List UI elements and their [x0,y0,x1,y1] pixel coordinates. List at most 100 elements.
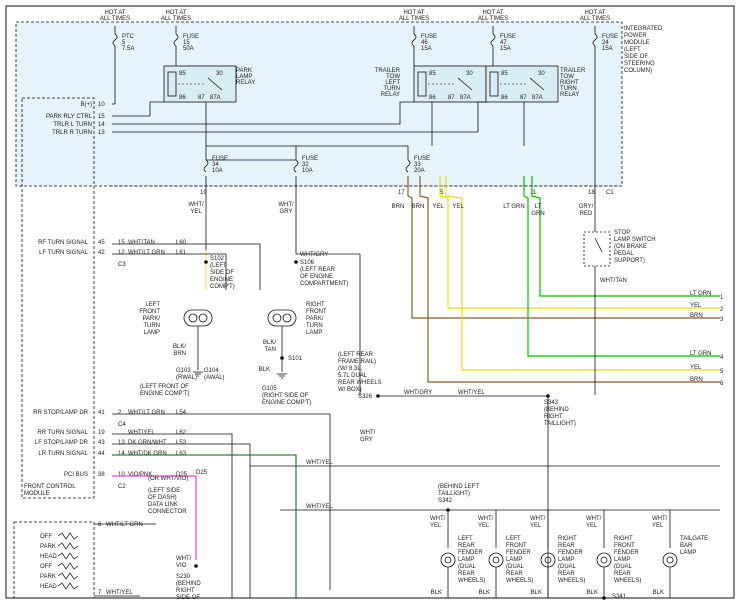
headlamp-switch-box [13,521,95,599]
trailer-pin-number: 5 [720,369,724,375]
fcm-circuit-label: L61 [176,250,187,256]
ipm-title: COLUMN) [624,68,652,74]
park-rly-ctrl-wire [112,101,164,117]
relay-label-trl_left: RELAY [381,92,400,98]
wire-color-label: BLK/ [173,344,186,350]
fcm-circuit-label: L60 [176,240,187,246]
rear-lamp-label-lr_fender2: LEFT [506,536,521,542]
bulb-icon [282,313,292,323]
s102-label: (LEFT [210,263,227,269]
s106-label: (LEFT REAR [300,267,336,273]
fuse-15-icon [173,33,179,47]
rear-lamp-bulb-icon [488,552,504,568]
resistor-icon [57,542,79,550]
s106-label: COMPARTMENT) [300,281,348,287]
connector-c1: C1 [606,190,614,196]
ipm-title: SIDE OF [624,54,648,60]
relay-contact-icon [529,77,545,91]
s101-label: S101 [288,356,303,362]
trailer-wire-label: LT GRN [690,291,711,297]
wire-color-label: BLK [531,590,542,596]
lf-park-lamp-label: FRONT [139,309,160,315]
fuse-label: 15A [421,46,432,52]
wire-color-label: BLK [653,590,664,596]
ipm-conn-pin: 19 [200,190,207,196]
s230-label: RIGHT [176,588,195,594]
fcm-pin-label: RF TURN SIGNAL [38,240,89,246]
lf-park-turn-lamp [183,309,213,327]
rear-lamp-label-rr_fender2: WHEELS) [614,578,641,584]
fuse-label: 50A [183,46,194,52]
ipm-pin-label: TRLR L TURN [53,122,92,128]
headlamp-switch-position: HEAD [40,584,57,590]
fcm-conn-pin: 6 [98,522,102,528]
frame-rail-label: 5.7L DUAL [338,373,368,379]
wire [112,413,331,590]
fcm-wire-label: WHT/LT GRN [128,410,165,416]
rear-lamp-bulb-icon [444,556,452,564]
fuse-47-icon [490,33,496,47]
relay-label-trl_left: TURN [383,86,400,92]
relay-label-park: LAMP [236,74,252,80]
fuse-label: FUSE [500,34,516,40]
relay-label-trl_left: TRAILER [375,68,401,74]
lf-park-lamp-label: LEFT [145,302,160,308]
fuse-33-icon [405,159,411,173]
rear-lamp-label-lr_fender2: LAMP [506,557,522,563]
frame-rail-label: W/ BOX) [338,387,362,393]
relay-contact-icon [207,77,223,91]
rf-park-lamp-label: PARK/ [306,316,324,322]
s343-label: S343 [544,400,559,406]
relay-pin: 85 [501,71,508,77]
relay-pin: 30 [216,71,223,77]
stop-lamp-switch-label: PEDAL [614,251,634,257]
s230-splice [194,564,198,568]
rf-park-turn-lamp [267,309,297,327]
fcm-title: MODULE [24,491,50,497]
s341-splice [602,596,606,600]
fuse-label: 46 [421,40,428,46]
fcm-pin-number: 41 [98,410,105,416]
ipm-pin-label: PARK RLY CTRL [46,114,93,120]
g104-label: G104 [204,368,219,374]
fuse-24-icon [592,33,598,47]
fcm-circuit-label: L53 [176,440,187,446]
fcm-wire-label: WHT/TAN [128,240,155,246]
bulb-icon [272,313,282,323]
relay-pin: 87A [210,95,221,101]
data-link-connector-label: CONNECTOR [148,509,187,515]
stop-lamp-switch-label: STOP [614,230,630,236]
wire-color-label: BLK/ [263,340,276,346]
front-control-module-box [21,97,95,499]
relay-label-trl_right: TRAILER [560,68,586,74]
fuse-label: 47 [500,40,507,46]
rear-lamp-bulb-icon [544,556,552,564]
fcm-wire-label: WHT/DK GRN [128,451,167,457]
relay-label-trl_right: TOW [560,74,574,80]
wire-color-label: WHT/YEL [306,504,333,510]
ipm-pin-label: B(+) [80,102,92,108]
fcm-pin-label: RR TURN SIGNAL [37,430,88,436]
resistor-icon [57,582,79,590]
ipm-pin-number: 15 [98,114,105,120]
relay-pin: 30 [466,71,473,77]
fuse-label: 5 [122,40,126,46]
fcm-pin-number: 19 [98,430,105,436]
ipm-title: INTEGRATED [624,26,663,32]
wire-color-label: WHT/ [176,556,192,562]
data-link-connector-label: (LEFT SIDE [148,488,180,494]
s102-label: SIDE OF [210,270,234,276]
wire-color-label: YEL [190,209,202,215]
rear-lamp-label-lr_fender1: WHEELS) [458,578,485,584]
fuse-label: PTC [122,34,135,40]
rf-park-lamp-label: LAMP [306,330,322,336]
ipm-conn-pin: 11 [530,190,537,196]
fcm-pin-number: 45 [98,240,105,246]
rear-lamp-bulb-icon [440,552,456,568]
headlamp-switch-position: HEAD [40,554,57,560]
rear-lamp-label-rr_fender1: LAMP [558,557,574,563]
s230-label: S230 [176,574,191,580]
fuse-label: 15A [500,46,511,52]
wire-color-label: WHT/ [530,516,546,522]
fcm-pin-label: LR TURN SIGNAL [38,451,88,457]
